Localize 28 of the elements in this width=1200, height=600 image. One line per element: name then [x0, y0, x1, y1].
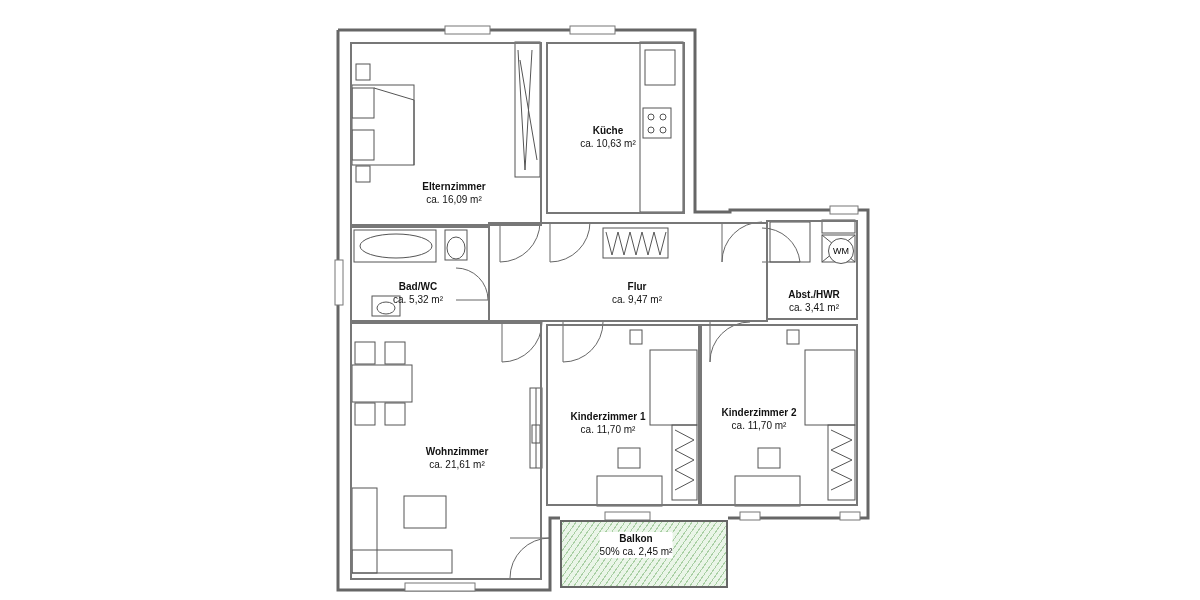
room-name: Kinderzimmer 2	[721, 406, 797, 419]
balcony-area	[560, 520, 728, 588]
room-name: Flur	[626, 280, 648, 293]
area-label: ca. 3,41 m²	[788, 301, 840, 314]
room-outline	[700, 324, 858, 506]
area-label: 50% ca. 2,45 m²	[599, 545, 673, 558]
room-name: Wohnzimmer	[425, 445, 489, 458]
room-outline	[350, 42, 542, 226]
area-label: ca. 16,09 m²	[425, 193, 483, 206]
room-outline	[766, 220, 858, 320]
room-outline	[546, 324, 700, 506]
area-label: ca. 5,32 m²	[393, 293, 443, 306]
area-label: ca. 21,61 m²	[428, 458, 486, 471]
room-name: Balkon	[599, 532, 673, 545]
area-label: ca. 11,70 m²	[730, 419, 788, 432]
room-outline	[546, 42, 685, 214]
area-label: ca. 10,63 m²	[580, 137, 636, 150]
room-outline	[488, 222, 768, 322]
room-name: Abst./HWR	[788, 288, 840, 301]
room-name: Küche	[591, 124, 625, 137]
room-name: Bad/WC	[397, 280, 439, 293]
area-label: ca. 9,47 m²	[612, 293, 662, 306]
room-outline	[350, 226, 490, 322]
room-outline	[350, 322, 542, 580]
washing-machine-icon: WM	[828, 238, 854, 264]
area-label: ca. 11,70 m²	[579, 423, 637, 436]
room-name: Elternzimmer	[422, 180, 486, 193]
room-name: Kinderzimmer 1	[570, 410, 646, 423]
